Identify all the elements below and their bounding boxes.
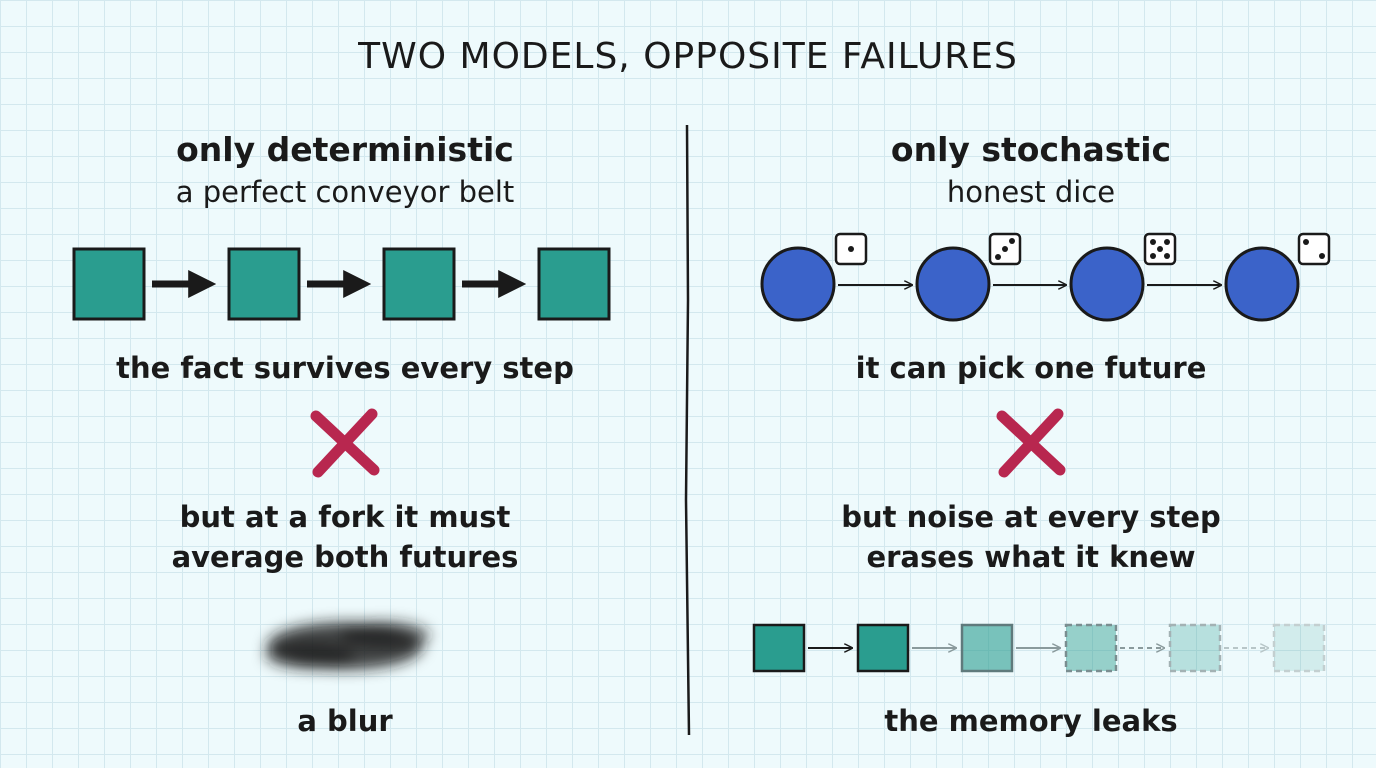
die-icon-5 (1143, 232, 1177, 266)
fading-square-node-2 (856, 623, 910, 673)
fading-square-node-1 (752, 623, 806, 673)
left-failure-line-2: average both futures (171, 540, 519, 574)
die-icon-2 (1297, 232, 1331, 266)
column-divider (684, 124, 691, 736)
left-failure-line-1: but at a fork it must (179, 500, 511, 534)
left-result-caption: a blur (297, 704, 393, 738)
left-heading: only deterministic (176, 130, 514, 169)
die-icon-3 (988, 232, 1022, 266)
square-node-2 (227, 247, 301, 321)
fading-square-node-3 (960, 623, 1014, 673)
square-node-1 (72, 247, 146, 321)
stochastic-chain (760, 232, 1331, 322)
circle-node-1 (760, 246, 836, 322)
circle-node-3 (1069, 246, 1145, 322)
left-cross-icon (310, 408, 380, 478)
right-success-caption: it can pick one future (855, 351, 1207, 385)
conveyor-belt-chain (72, 247, 611, 321)
right-result-caption: the memory leaks (884, 704, 1178, 738)
left-success-caption: the fact survives every step (116, 351, 574, 385)
circle-node-4 (1224, 246, 1300, 322)
page-title: TWO MODELS, OPPOSITE FAILURES (358, 36, 1018, 77)
fading-memory-chain (752, 623, 1326, 673)
right-failure-line-1: but noise at every step (841, 500, 1221, 534)
fading-square-node-5 (1168, 623, 1222, 673)
die-icon-1 (834, 232, 868, 266)
left-subheading: a perfect conveyor belt (175, 175, 515, 209)
blur-smudge-icon (265, 621, 430, 670)
fading-square-node-6 (1272, 623, 1326, 673)
right-failure-line-2: erases what it knew (866, 540, 1196, 574)
right-heading: only stochastic (890, 130, 1172, 169)
square-node-4 (537, 247, 611, 321)
right-subheading: honest dice (946, 175, 1116, 209)
right-cross-icon (996, 408, 1066, 478)
fading-square-node-4 (1064, 623, 1118, 673)
circle-node-2 (915, 246, 991, 322)
square-node-3 (382, 247, 456, 321)
